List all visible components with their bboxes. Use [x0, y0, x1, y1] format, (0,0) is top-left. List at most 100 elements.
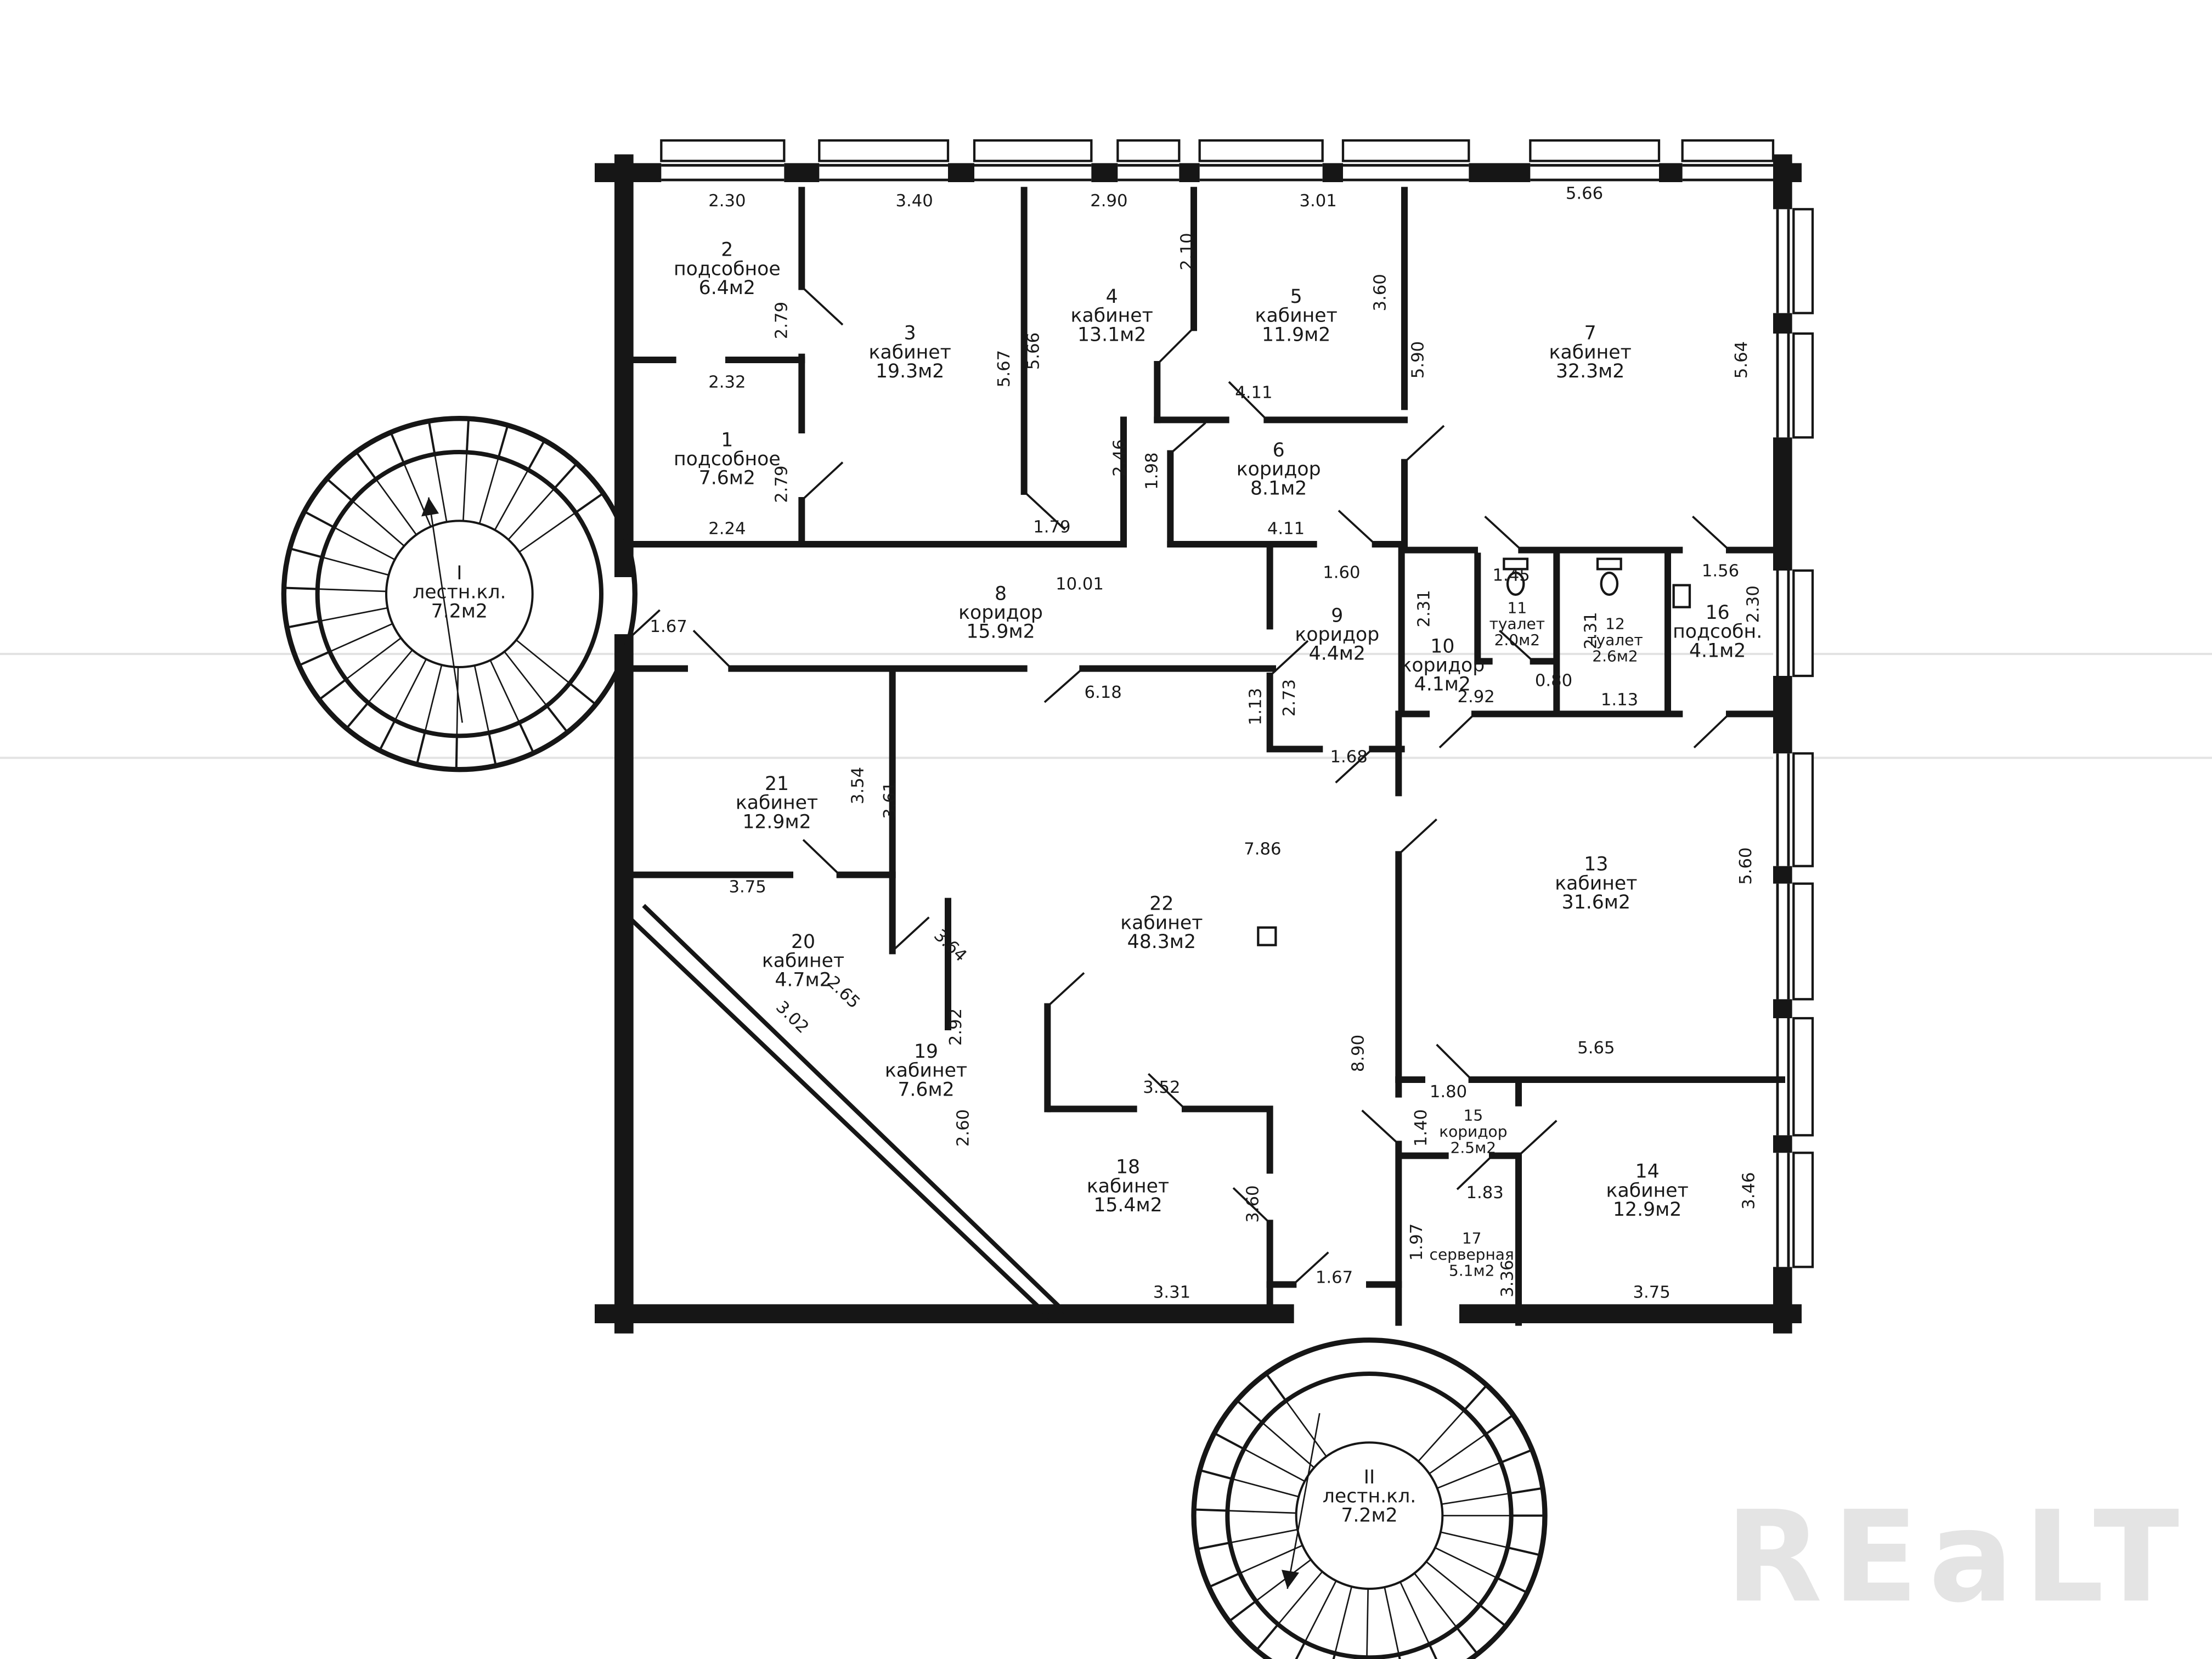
- tower1-stair-tread: [345, 637, 402, 680]
- dimension-label: 1.79: [1033, 518, 1070, 537]
- window-bay: [818, 139, 950, 162]
- tower2-stair-tread: [1239, 1544, 1303, 1575]
- room-label-line: 4.1м2: [1414, 674, 1471, 696]
- dimension-label: 2.79: [772, 302, 792, 339]
- tower1-ring-tick: [390, 432, 405, 464]
- tower2-stair-tread: [1277, 1571, 1323, 1625]
- dimension-label: 2.60: [953, 1109, 973, 1147]
- room-label-line: 17: [1462, 1229, 1482, 1248]
- tower1-stair-tread: [504, 651, 548, 707]
- tower2-ring-tick: [1255, 1623, 1279, 1651]
- dimension-label: 1.80: [1430, 1082, 1467, 1102]
- room-label-line: 14: [1635, 1161, 1660, 1183]
- tower1-ring-tick: [326, 478, 353, 502]
- room-label-line: 4.1м2: [1689, 640, 1746, 662]
- room-label-line: 4: [1106, 286, 1118, 308]
- dimension-label: 1.40: [1412, 1109, 1431, 1147]
- tower1-ring-tick: [546, 705, 568, 733]
- wall-rooms19-20: [889, 871, 1051, 1113]
- tower2-stair-tread: [1429, 1434, 1486, 1475]
- tower2-stair-tread: [1440, 1531, 1508, 1549]
- room-label-line: 7.2м2: [431, 600, 488, 622]
- tower2-ring-tick: [1236, 1400, 1263, 1424]
- tower2-ring-tick: [1463, 1384, 1488, 1411]
- room-label-line: 19: [914, 1041, 938, 1063]
- room-label-line: лестн.кл.: [1323, 1486, 1417, 1508]
- room-label-line: подсобное: [674, 258, 781, 280]
- tower2-stair-tread: [1441, 1492, 1510, 1505]
- tower2-stair-tread: [1334, 1586, 1353, 1654]
- tower1-ring-tick: [355, 451, 377, 480]
- tower1-stair-tread: [494, 469, 529, 531]
- tower1-stair-tread: [507, 488, 555, 540]
- tower2-ring-tick: [1428, 1644, 1438, 1659]
- tower1-stair-tread: [473, 665, 490, 733]
- tower1-ring-tick: [488, 732, 497, 766]
- dimension-label: 1.98: [1142, 453, 1161, 490]
- window-bay: [1792, 332, 1814, 439]
- window-bay: [1792, 1017, 1814, 1137]
- tower1-ring-tick: [303, 510, 335, 528]
- window-bay: [1792, 752, 1814, 867]
- tower1-ring-tick: [289, 547, 323, 558]
- room-label-line: туалет: [1587, 631, 1643, 649]
- toilet-tank: [1503, 557, 1529, 571]
- window-glazing: [1682, 163, 1773, 182]
- room-label-line: 16: [1706, 602, 1730, 624]
- tower2-arrow: [1286, 1413, 1321, 1589]
- dimension-label: 3.75: [729, 878, 766, 897]
- window-bay: [1792, 208, 1814, 314]
- wall-rooms14-15-17: [1395, 1076, 1522, 1326]
- tower2-stair-tread: [1400, 1581, 1430, 1645]
- scan-artifacts: [0, 653, 2212, 759]
- tower2-ring-tick: [1265, 1373, 1287, 1402]
- window-glazing: [1776, 883, 1790, 1000]
- dimension-label: 4.11: [1235, 383, 1272, 402]
- tower2-stair-tread: [1437, 1462, 1502, 1489]
- dimension-label: 5.66: [1024, 332, 1043, 370]
- room-label-line: 20: [791, 931, 815, 953]
- tower1-stair-tread: [375, 478, 417, 535]
- column: [1257, 926, 1277, 946]
- room-label-line: 31.6м2: [1562, 891, 1630, 913]
- dimension-label: 1.56: [1702, 562, 1739, 581]
- window-bay: [1792, 569, 1814, 678]
- tower1-stair-tread: [322, 556, 389, 576]
- tower1-ring-tick: [518, 722, 535, 754]
- room-label-line: 5.1м2: [1449, 1261, 1494, 1279]
- room-label-line: 6.4м2: [699, 277, 755, 299]
- room-label-line: 18: [1116, 1156, 1140, 1178]
- tower1-stair-tread: [462, 452, 468, 521]
- watermark-logo: REaLT: [1725, 1484, 2190, 1630]
- room-label-line: 48.3м2: [1127, 931, 1196, 953]
- room-label-line: 13: [1584, 854, 1608, 876]
- tower1-stair-tread: [434, 454, 448, 522]
- room-label-line: 15: [1464, 1107, 1483, 1125]
- window-glazing: [1776, 753, 1790, 866]
- tower1-ring-tick: [318, 678, 347, 701]
- room-label-line: подсобное: [674, 448, 781, 470]
- window-glazing: [1530, 163, 1659, 182]
- room-label-line: коридор: [1400, 654, 1485, 676]
- room-label-line: кабинет: [1120, 912, 1203, 934]
- interior-walls: [620, 187, 1785, 1326]
- dimension-label: 1.97: [1407, 1223, 1426, 1261]
- room-label-line: 6: [1273, 439, 1285, 461]
- tower2-stair-tread: [1414, 1572, 1458, 1628]
- room-label-line: 12.9м2: [742, 811, 811, 833]
- tower2-ring-tick: [1194, 1508, 1228, 1512]
- tower1-ring-tick: [415, 731, 426, 765]
- dimension-label: 0.80: [1535, 672, 1572, 691]
- tower1-ring-tick: [379, 720, 396, 751]
- dimension-label: 8.90: [1348, 1035, 1368, 1072]
- dimension-label: 2.31: [1414, 590, 1434, 627]
- window-bay: [1198, 139, 1324, 162]
